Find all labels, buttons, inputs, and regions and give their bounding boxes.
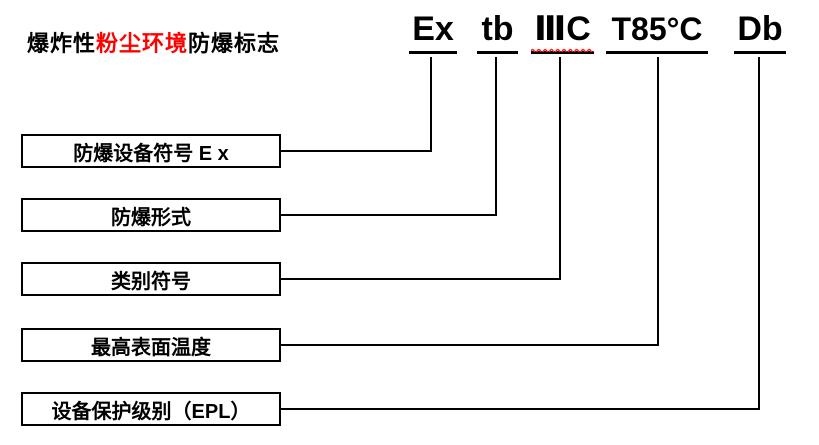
label-box-epl-text: 设备保护级别（EPL） [51, 400, 251, 423]
title-suffix: 防爆标志 [188, 31, 281, 56]
label-box-max-surface-temp-text: 最高表面温度 [91, 336, 211, 359]
connector-vline-db [758, 57, 760, 410]
connector-vline-ex [430, 57, 432, 152]
page-title: 爆炸性粉尘环境防爆标志 [27, 26, 280, 58]
marking-symbol-iiic: ⅢC [531, 11, 594, 54]
marking-symbol-ex: Ex [409, 11, 457, 54]
connector-hline-t85c [281, 344, 659, 346]
connector-vline-t85c [657, 57, 659, 346]
label-box-equipment-symbol-text: 防爆设备符号 E x [73, 142, 229, 165]
connector-hline-db [281, 408, 760, 410]
connector-vline-iiic [559, 57, 561, 280]
label-box-equipment-symbol: 防爆设备符号 E x [21, 134, 281, 168]
connector-hline-tb [281, 214, 497, 216]
label-box-category-symbol-text: 类别符号 [111, 270, 191, 293]
connector-hline-ex [281, 150, 432, 152]
label-box-epl: 设备保护级别（EPL） [21, 392, 281, 426]
marking-symbol-tb: tb [477, 11, 518, 54]
title-prefix: 爆炸性 [27, 31, 97, 56]
marking-symbol-iiic-text: ⅢC [534, 10, 591, 48]
marking-symbol-t85c: T85°C [606, 11, 708, 54]
squiggle-path [531, 48, 594, 52]
connector-hline-iiic [281, 278, 561, 280]
connector-vline-tb [495, 57, 497, 216]
label-box-protection-type: 防爆形式 [21, 198, 281, 232]
label-box-category-symbol: 类别符号 [21, 262, 281, 296]
marking-symbol-db: Db [734, 11, 786, 54]
spellcheck-squiggle-icon [531, 48, 594, 52]
title-highlight: 粉尘环境 [96, 31, 189, 56]
label-box-protection-type-text: 防爆形式 [111, 206, 191, 229]
label-box-max-surface-temp: 最高表面温度 [21, 328, 281, 362]
